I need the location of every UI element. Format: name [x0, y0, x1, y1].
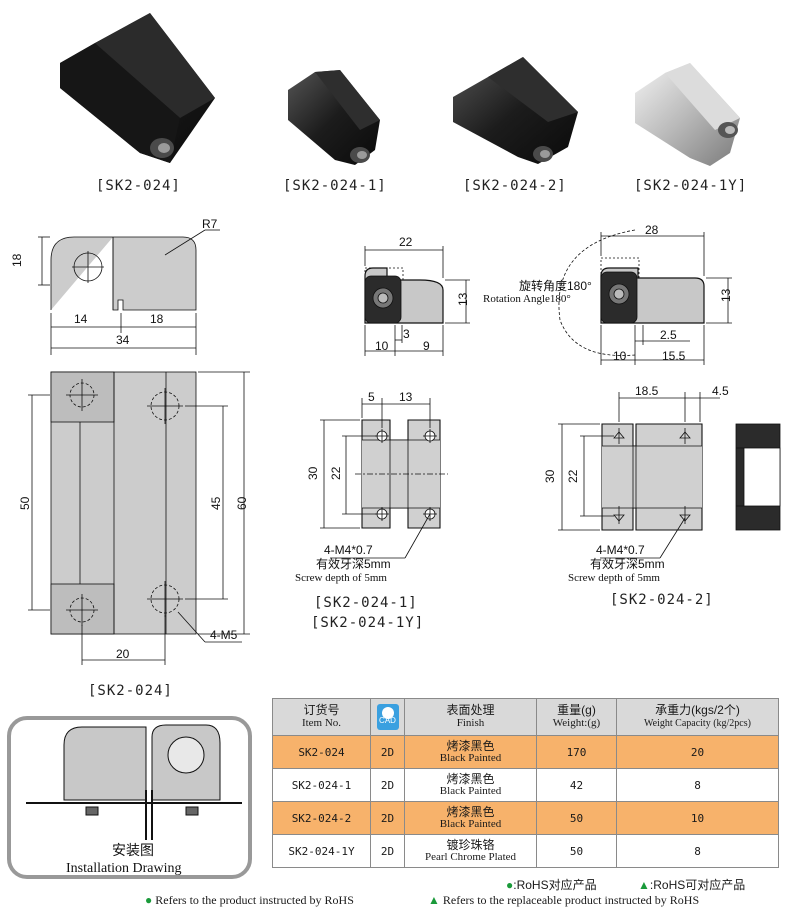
photo-sk2-024	[60, 13, 215, 163]
drawing-side-sk2-024-1: 22 13 3 10 9	[364, 235, 470, 356]
cell-capacity: 8	[616, 768, 779, 802]
dim-5: 5	[368, 390, 375, 404]
dim-60: 60	[235, 496, 249, 510]
cell-cad[interactable]: 2D	[370, 768, 405, 802]
cell-capacity: 20	[616, 735, 779, 769]
drawing-side-sk2-024-2: 28 13 2.5 10 15.5 旋转角度180° Rotation Angl…	[483, 223, 733, 365]
screw-depth-en: Screw depth of 5mm	[295, 572, 387, 584]
cell-item-no: SK2-024-1	[272, 768, 371, 802]
drawing-front-sk2-024-2: 18.5 4.5 30 22 4-M4*0.7 有效牙深5mm Screw de…	[543, 384, 781, 584]
screw-depth-en: Screw depth of 5mm	[568, 572, 660, 584]
dim-13: 13	[456, 292, 470, 306]
photo-sk2-024-1	[288, 70, 380, 165]
cell-weight: 50	[536, 801, 617, 835]
legend-rohs-replace-cn: ▲:RoHS可对应产品	[638, 878, 746, 892]
cell-weight: 50	[536, 834, 617, 868]
install-label-cn: 安装图	[112, 842, 154, 858]
rohs-triangle-icon: ▲	[638, 878, 650, 892]
screw-spec: 4-M4*0.7	[324, 543, 373, 557]
dim-22: 22	[566, 469, 580, 483]
cell-cad[interactable]: 2D	[370, 735, 405, 769]
dim-4-m5: 4-M5	[210, 628, 238, 642]
dim-18-vertical: 18	[10, 253, 24, 267]
cad-icon: CAD	[376, 704, 399, 730]
cell-item-no: SK2-024-2	[272, 801, 371, 835]
dim-13: 13	[719, 288, 733, 302]
cell-cad[interactable]: 2D	[370, 801, 405, 835]
drawing-caption: [SK2-024]	[88, 683, 173, 699]
dim-14: 14	[74, 312, 88, 326]
dim-10: 10	[613, 349, 627, 363]
drawing-front-sk2-024-1: 5 13 30 22 4-M4*0.7 有效牙深5mm Screw depth …	[295, 390, 448, 584]
dim-2-5: 2.5	[660, 328, 677, 342]
dim-28: 28	[645, 223, 659, 237]
cell-weight: 42	[536, 768, 617, 802]
cell-cad[interactable]: 2D	[370, 834, 405, 868]
screw-depth-cn: 有效牙深5mm	[590, 556, 665, 571]
dim-18-horizontal: 18	[150, 312, 164, 326]
dim-13: 13	[399, 390, 413, 404]
legend-rohs-en: ● Refers to the product instructed by Ro…	[145, 893, 354, 907]
header-cad: CAD	[370, 698, 405, 736]
rohs-triangle-icon: ▲	[428, 893, 440, 907]
dim-9: 9	[423, 339, 430, 353]
cell-capacity: 8	[616, 834, 779, 868]
dim-45: 45	[209, 496, 223, 510]
photo-caption: [SK2-024-2]	[463, 178, 567, 194]
dim-4-5: 4.5	[712, 384, 729, 398]
header-weight: 重量(g)Weight:(g)	[536, 698, 617, 736]
dim-18-5: 18.5	[635, 384, 659, 398]
installation-drawing: 安装图 Installation Drawing	[7, 716, 252, 879]
legend-rohs-replace-en: ▲ Refers to the replaceable product inst…	[428, 893, 700, 907]
legend-rohs-cn: ●:RoHS对应产品	[506, 878, 597, 892]
dim-50: 50	[18, 496, 32, 510]
dim-r7: R7	[202, 217, 218, 231]
dim-22: 22	[399, 235, 413, 249]
photo-caption: [SK2-024]	[96, 178, 181, 194]
dim-30: 30	[306, 466, 320, 480]
dim-30: 30	[543, 469, 557, 483]
cell-capacity: 10	[616, 801, 779, 835]
dim-10: 10	[375, 339, 389, 353]
photo-sk2-024-1y	[635, 63, 740, 166]
dim-34: 34	[116, 333, 130, 347]
screw-depth-cn: 有效牙深5mm	[316, 556, 391, 571]
drawing-sk2-024: R7 18 14 18 34 50 45 60 20 4-M5	[10, 217, 250, 665]
rohs-circle-icon: ●	[145, 893, 153, 907]
rohs-circle-icon: ●	[506, 878, 514, 892]
photo-sk2-024-2	[453, 57, 578, 164]
drawing-caption: [SK2-024-1Y]	[311, 615, 425, 631]
dim-22: 22	[329, 466, 343, 480]
dim-15-5: 15.5	[662, 349, 686, 363]
cell-item-no: SK2-024-1Y	[272, 834, 371, 868]
screw-spec: 4-M4*0.7	[596, 543, 645, 557]
cell-item-no: SK2-024	[272, 735, 371, 769]
install-label-en: Installation Drawing	[66, 861, 181, 876]
dim-3: 3	[403, 327, 410, 341]
rotation-label-en: Rotation Angle180°	[483, 293, 571, 305]
photo-caption: [SK2-024-1]	[283, 178, 387, 194]
rotation-label-cn: 旋转角度180°	[519, 278, 592, 293]
cell-weight: 170	[536, 735, 617, 769]
drawing-caption: [SK2-024-1]	[314, 595, 418, 611]
photo-caption: [SK2-024-1Y]	[634, 178, 748, 194]
dim-20: 20	[116, 647, 130, 661]
header-capacity: 承重力(kgs/2个)Weight Capacity (kg/2pcs)	[616, 698, 779, 736]
drawing-caption: [SK2-024-2]	[610, 592, 714, 608]
